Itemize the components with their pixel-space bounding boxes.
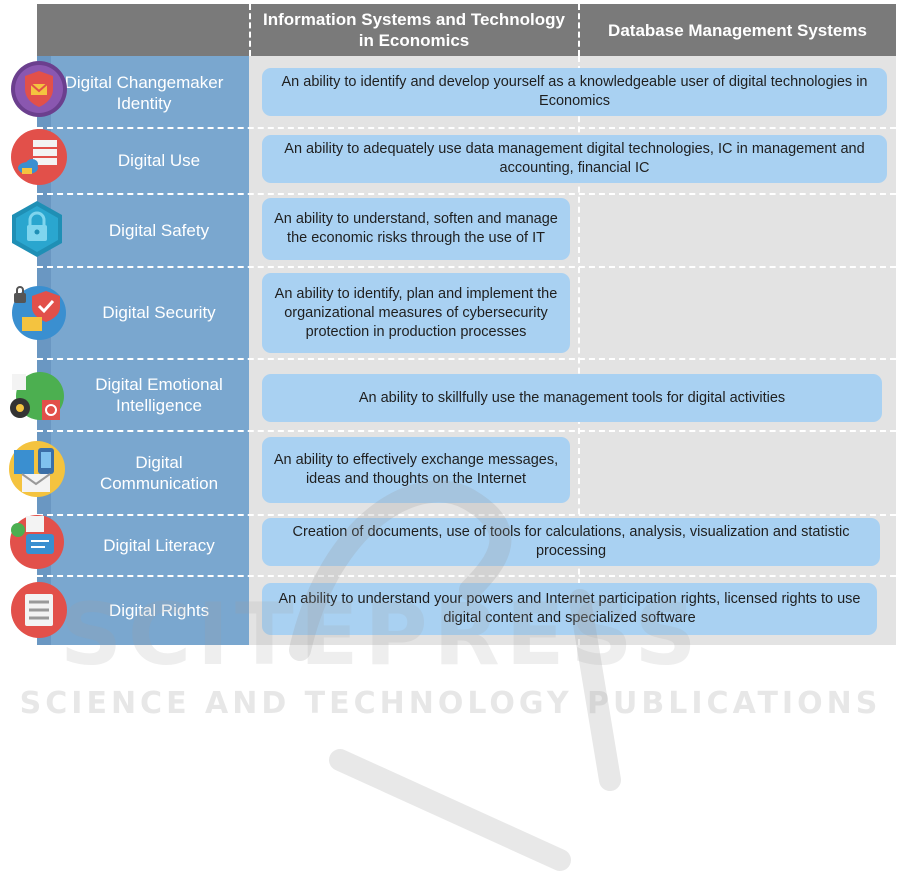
server-cloud-icon xyxy=(10,128,68,186)
cell-digital-safety: An ability to understand, soften and man… xyxy=(262,198,570,260)
label-digital-safety: Digital Safety xyxy=(108,220,210,240)
header-col-is-technology: Information Systems and Technology in Ec… xyxy=(249,4,579,56)
label-digital-rights: Digital Rights xyxy=(108,600,210,620)
messages-icon xyxy=(8,440,66,498)
label-digital-security: Digital Security xyxy=(102,303,216,322)
header-col-dbms: Database Management Systems xyxy=(579,4,896,56)
label-digital-emotional-intelligence: Digital Emotional Intelligence xyxy=(95,374,223,415)
column-divider xyxy=(578,56,580,645)
label-digital-literacy: Digital Literacy xyxy=(103,535,215,555)
header-divider xyxy=(249,4,251,56)
security-shield-icon xyxy=(8,283,66,341)
label-digital-use: Digital Use xyxy=(117,150,201,170)
identity-shield-icon xyxy=(10,60,68,118)
padlock-icon xyxy=(8,200,66,258)
row-divider xyxy=(37,358,896,360)
cell-digital-security: An ability to identify, plan and impleme… xyxy=(262,273,570,353)
row-divider xyxy=(37,430,896,432)
competence-column xyxy=(37,56,249,645)
label-digital-communication: Digital Communication xyxy=(99,452,219,493)
row-divider xyxy=(37,514,896,516)
watermark-text: SCIENCE AND TECHNOLOGY PUBLICATIONS xyxy=(19,686,882,721)
header-divider xyxy=(578,4,580,56)
row-divider xyxy=(37,193,896,195)
label-digital-changemaker-identity: Digital Changemaker Identity xyxy=(64,73,224,113)
cell-emotional-intelligence: An ability to skillfully use the managem… xyxy=(262,374,882,422)
gears-analytics-icon xyxy=(6,368,64,426)
cell-digital-communication: An ability to effectively exchange messa… xyxy=(262,437,570,503)
cell-digital-rights: An ability to understand your powers and… xyxy=(262,583,877,635)
cell-digital-use: An ability to adequately use data manage… xyxy=(262,135,887,183)
row-divider xyxy=(37,575,896,577)
cell-changemaker-identity: An ability to identify and develop yours… xyxy=(262,68,887,116)
cell-digital-literacy: Creation of documents, use of tools for … xyxy=(262,518,880,566)
rights-list-icon xyxy=(10,581,68,639)
documents-chat-icon xyxy=(8,512,66,570)
row-divider xyxy=(37,127,896,129)
header-corner xyxy=(37,4,249,56)
row-divider xyxy=(37,266,896,268)
